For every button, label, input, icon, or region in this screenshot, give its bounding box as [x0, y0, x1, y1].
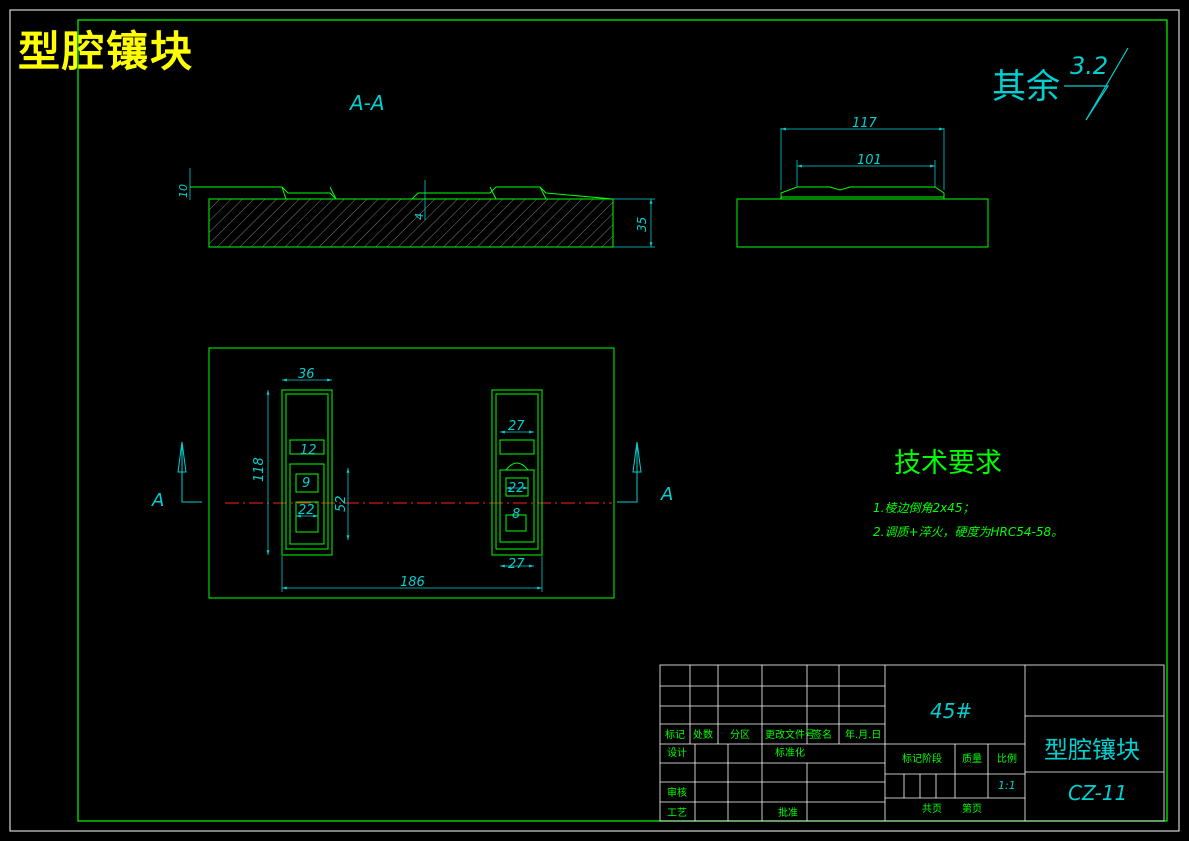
left-cavity	[281, 389, 333, 556]
tb-sheji: 设计	[667, 746, 687, 759]
side-view: 117 101	[736, 116, 989, 248]
tb-chushu: 处数	[693, 728, 713, 741]
dim-plan-27-bottom: 27	[508, 557, 525, 572]
tech-line-2: 2.调质+淬火，硬度为HRC54-58。	[873, 525, 1063, 539]
dim-section-4: 4	[413, 213, 426, 220]
tb-zhiliang: 质量	[962, 753, 982, 765]
dim-plan-118: 118	[252, 457, 267, 482]
dim-plan-22-left: 22	[298, 503, 315, 518]
section-view: A-A 10 4 35	[177, 91, 655, 248]
section-hatch	[208, 198, 614, 248]
tb-diye: 第页	[962, 802, 982, 815]
tb-biaoji: 标记	[665, 729, 685, 741]
dim-section-35: 35	[635, 217, 649, 232]
section-profile	[190, 186, 614, 200]
dim-plan-52: 52	[334, 495, 349, 512]
right-cavity	[491, 389, 543, 556]
tb-biaozhunhua: 标准化	[775, 746, 805, 759]
plan-view: 36 118 12 9 22 52 186 27 22 8 27 A A	[151, 347, 673, 599]
dim-top-101: 101	[857, 153, 882, 168]
tb-material: 45#	[930, 699, 972, 723]
tb-jieduan: 标记阶段	[902, 752, 942, 765]
tb-part-name: 型腔镶块	[1044, 736, 1140, 764]
dim-plan-9: 9	[302, 476, 310, 491]
tb-gongye: 共页	[922, 803, 942, 815]
tech-heading: 技术要求	[894, 448, 1002, 479]
drawing-title: 型腔镶块	[18, 27, 195, 76]
dim-plan-12: 12	[300, 443, 317, 458]
outer-frame	[9, 9, 1180, 832]
dim-section-10: 10	[177, 184, 190, 198]
section-label: A-A	[348, 91, 385, 115]
tb-gengai: 更改文件号	[765, 728, 815, 741]
tech-requirements: 技术要求 1.棱边倒角2x45； 2.调质+淬火，硬度为HRC54-58。	[873, 448, 1063, 539]
tb-gongyi: 工艺	[667, 807, 687, 819]
tb-pizhun: 批准	[778, 806, 798, 819]
dim-plan-186: 186	[400, 575, 425, 590]
tb-bili: 比例	[997, 752, 1017, 765]
tb-scale: 1:1	[998, 779, 1016, 792]
dim-plan-8: 8	[512, 507, 520, 522]
tech-line-1: 1.棱边倒角2x45；	[873, 501, 974, 515]
inner-frame	[77, 19, 1168, 822]
roughness-prefix: 其余	[992, 67, 1060, 107]
dim-plan-27-top: 27	[508, 419, 525, 434]
dim-plan-22-right: 22	[508, 481, 525, 496]
roughness-value: 3.2	[1070, 52, 1108, 80]
roughness-symbol: 其余 3.2	[992, 47, 1129, 121]
tb-shenhe: 审核	[667, 786, 687, 799]
tb-drawing-no: CZ-11	[1068, 781, 1127, 805]
dim-plan-36: 36	[298, 367, 315, 382]
tb-qianming: 签名	[812, 728, 832, 741]
tb-fenqu: 分区	[730, 729, 750, 741]
section-mark-right: A	[660, 484, 673, 505]
section-mark-left: A	[151, 490, 164, 511]
title-block	[659, 664, 1165, 822]
dim-top-117: 117	[852, 116, 878, 131]
tb-date: 年.月.日	[845, 728, 881, 741]
